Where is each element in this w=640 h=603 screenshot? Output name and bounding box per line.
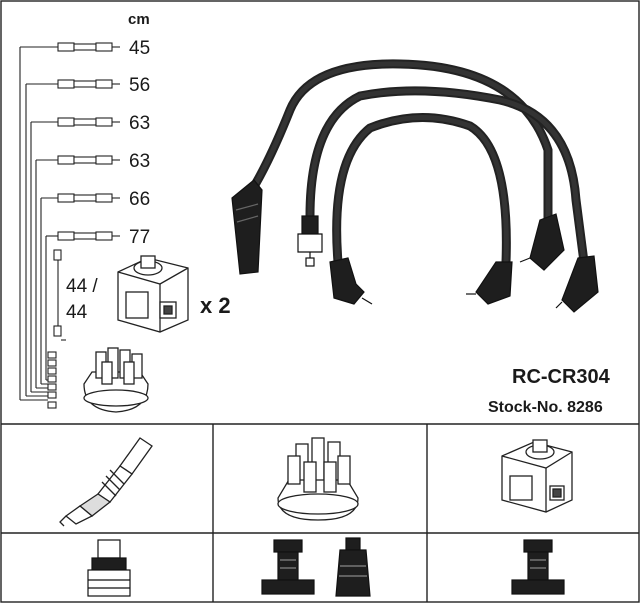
coil-lead-length-bottom: 44 [66, 302, 88, 323]
distributor-terminals [47, 351, 57, 409]
straight-boot [231, 179, 263, 275]
stock-number: Stock-No. 8286 [488, 399, 603, 416]
connector-56 [57, 79, 120, 89]
length-label: 56 [129, 75, 150, 96]
length-labels: 45 56 63 63 66 77 [129, 38, 150, 248]
spark-plug-icon [59, 437, 153, 527]
distributor-cap-large-icon [277, 437, 359, 521]
coil-tower-profile [511, 539, 565, 595]
length-label: 66 [129, 189, 150, 210]
length-label: 63 [129, 113, 150, 134]
model-number: RC-CR304 [512, 366, 611, 388]
length-label: 77 [129, 227, 150, 248]
coil-end-profile [335, 537, 371, 597]
lead-length-schematic [19, 46, 58, 401]
angled-boot-3 [519, 213, 565, 271]
angled-boot-2 [466, 261, 513, 305]
connector-63a [57, 117, 120, 127]
length-label: 63 [129, 151, 150, 172]
angled-boot-1 [329, 257, 373, 305]
ignition-coil-large-icon [501, 439, 573, 513]
length-label: 45 [129, 38, 150, 59]
coil-lead [53, 249, 66, 341]
ignition-coil-icon [117, 255, 189, 333]
coil-lead-length-top: 44 / [66, 276, 98, 297]
connector-66 [57, 193, 120, 203]
plug-end-profile [87, 539, 131, 597]
connector-77 [57, 231, 120, 241]
ignition-leads [247, 59, 589, 267]
distributor-end-profile [261, 539, 315, 595]
connector-45 [57, 42, 120, 52]
lead-boots [231, 179, 599, 313]
unit-label: cm [128, 11, 150, 28]
lead-connectors [47, 42, 120, 409]
coil-multiplier: x 2 [200, 293, 231, 318]
connector-63b [57, 155, 120, 165]
coil-terminal-boot [297, 215, 323, 267]
angled-boot-4 [555, 255, 599, 313]
distributor-cap-icon [83, 347, 149, 413]
